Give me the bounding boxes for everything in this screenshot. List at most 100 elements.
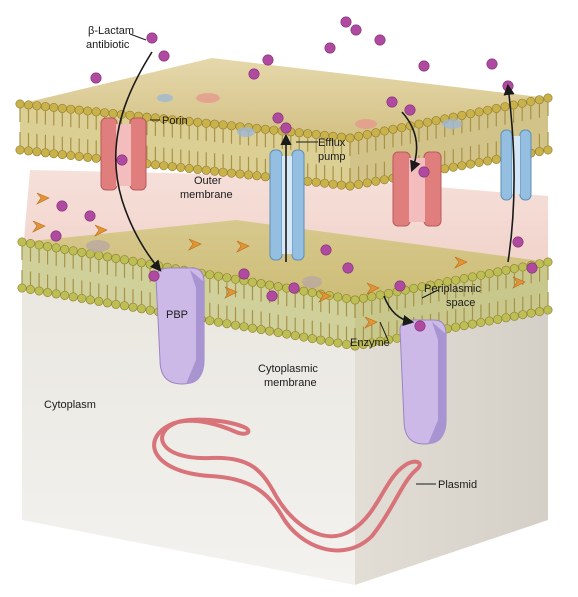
antibiotic-molecule	[324, 42, 336, 54]
lipid-head	[543, 305, 553, 315]
outer-membrane-blob	[237, 127, 255, 137]
antibiotic-molecule	[50, 230, 62, 242]
lipid-head	[23, 146, 33, 156]
lipid-head	[57, 103, 67, 113]
lipid-head	[111, 299, 121, 309]
efflux-pump-right	[500, 129, 532, 201]
lipid-head	[543, 93, 553, 103]
lipid-head	[265, 326, 275, 336]
cytoplasmic-membrane-blob	[302, 276, 322, 288]
lipid-head	[68, 246, 78, 256]
lipid-head	[85, 295, 95, 305]
lipid-head	[467, 272, 477, 282]
lipid-head	[379, 126, 389, 136]
lipid-head	[111, 253, 121, 263]
lipid-head	[341, 293, 351, 303]
lipid-head	[51, 289, 61, 299]
lipid-head	[23, 100, 33, 110]
lipid-head	[213, 271, 223, 281]
lipid-head	[94, 296, 104, 306]
antibiotic-molecule	[272, 112, 284, 124]
lipid-head	[371, 128, 381, 138]
enzyme-molecule	[364, 316, 378, 329]
antibiotic-molecule	[238, 268, 250, 280]
lipid-head	[83, 106, 93, 116]
outer-membrane-blob	[355, 119, 377, 129]
antibiotic-molecule	[414, 320, 426, 332]
lipid-head	[137, 258, 147, 268]
enzyme-molecule	[318, 290, 332, 303]
lipid-head	[379, 175, 389, 185]
enzyme-molecule	[94, 224, 108, 237]
enzyme-molecule	[224, 286, 238, 299]
lipid-head	[543, 257, 553, 267]
outer-membrane-lipid-heads	[15, 93, 553, 191]
lipid-head	[49, 103, 59, 113]
antibiotic-molecule	[418, 60, 430, 72]
lipid-head	[77, 247, 87, 257]
lipid-head	[128, 256, 138, 266]
antibiotic-molecule	[288, 282, 300, 294]
enzyme-molecule	[512, 276, 526, 289]
lipid-head	[431, 116, 441, 126]
label-cytoplasm: Cytoplasm	[44, 399, 96, 411]
lipid-head	[102, 252, 112, 262]
lipid-head	[244, 170, 254, 180]
lipid-head	[354, 131, 364, 141]
lipid-head	[34, 240, 44, 250]
lipid-head	[307, 334, 317, 344]
lipid-head	[534, 147, 544, 157]
lipid-head	[269, 125, 279, 135]
lipid-head	[484, 269, 494, 279]
label-cytoplasmic: Cytoplasmic	[258, 363, 318, 375]
lipid-head	[333, 338, 343, 348]
lipid-head	[167, 162, 177, 172]
lipid-head	[74, 105, 84, 115]
lipid-head	[145, 305, 155, 315]
lipid-head	[303, 129, 313, 139]
antibiotic-molecule	[320, 244, 332, 256]
label-pbp: PBP	[166, 309, 188, 321]
antibiotic-molecule	[266, 290, 278, 302]
antibiotic-molecule	[280, 122, 292, 134]
antibiotic-molecule	[56, 200, 68, 212]
antibiotic-molecule	[248, 68, 260, 80]
lipid-head	[517, 98, 527, 108]
lipid-head	[102, 298, 112, 308]
antibiotic-molecule	[486, 58, 498, 70]
lipid-head	[459, 273, 469, 283]
lipid-head	[474, 158, 484, 168]
lipid-head	[227, 168, 237, 178]
lipid-head	[32, 101, 42, 111]
lipid-head	[336, 180, 346, 190]
lipid-head	[60, 244, 70, 254]
lipid-head	[299, 332, 309, 342]
lipid-head	[491, 154, 501, 164]
cytoplasmic-membrane-blob	[86, 240, 110, 252]
lipid-head	[150, 160, 160, 170]
lipid-head	[484, 316, 494, 326]
lipid-head	[465, 159, 475, 169]
influx-arrow-left	[114, 51, 162, 272]
label-efflux: Efflux	[318, 137, 346, 149]
lipid-head	[299, 286, 309, 296]
antibiotic-molecule	[350, 24, 362, 36]
lipid-head	[273, 282, 283, 292]
outer-membrane-blob	[442, 119, 462, 129]
label-antibiotic: antibiotic	[86, 39, 130, 51]
lipid-head	[328, 179, 338, 189]
lipid-head	[218, 120, 228, 130]
lipid-head	[176, 163, 186, 173]
lipid-head	[51, 243, 61, 253]
lipid-head	[91, 153, 101, 163]
antibiotic-molecule	[394, 280, 406, 292]
lipid-head	[518, 310, 528, 320]
lipid-head	[150, 113, 160, 123]
antibiotic-molecule	[84, 210, 96, 222]
efflux-pump-center	[269, 149, 305, 261]
lipid-head	[509, 264, 519, 274]
antibiotic-molecule	[116, 154, 128, 166]
lipid-head	[231, 320, 241, 330]
lipid-head	[66, 151, 76, 161]
